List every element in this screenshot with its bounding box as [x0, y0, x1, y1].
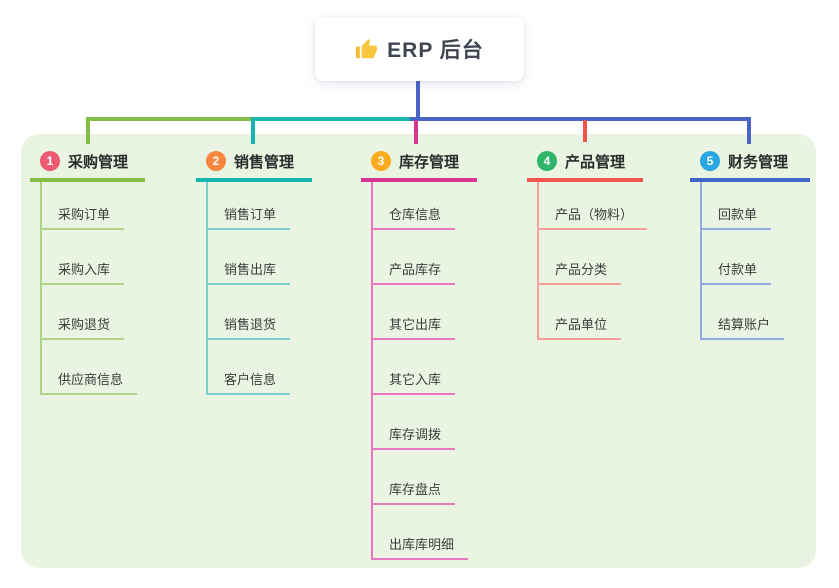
node-other-inbound[interactable]: 其它入库 — [373, 340, 456, 395]
connector-segment-right — [410, 117, 751, 121]
node-stock-detail[interactable]: 出库库明细 — [373, 505, 469, 560]
connector-segment-sales — [251, 117, 410, 121]
branch-inventory-title: 库存管理 — [399, 153, 460, 171]
node-purchase-order[interactable]: 采购订单 — [42, 182, 125, 230]
branch-sales-header[interactable]: 2 销售管理 — [196, 148, 312, 182]
branch-inventory: 3 库存管理 仓库信息 产品库存 其它出库 其它入库 库存调拨 库存盘点 出库库… — [361, 148, 477, 560]
node-receipt-bill[interactable]: 回款单 — [702, 182, 772, 230]
node-sales-order[interactable]: 销售订单 — [208, 182, 291, 230]
node-product-stock[interactable]: 产品库存 — [373, 230, 456, 285]
branch-purchase: 1 采购管理 采购订单 采购入库 采购退货 供应商信息 — [30, 148, 145, 395]
node-settlement-account[interactable]: 结算账户 — [702, 285, 785, 340]
badge-1: 1 — [40, 151, 60, 171]
branch-inventory-header[interactable]: 3 库存管理 — [361, 148, 477, 182]
thumbs-up-icon — [355, 38, 378, 61]
mindmap-panel — [21, 134, 816, 568]
badge-4: 4 — [537, 151, 557, 171]
branch-inventory-children: 仓库信息 产品库存 其它出库 其它入库 库存调拨 库存盘点 出库库明细 — [371, 182, 477, 560]
branch-product-children: 产品（物料） 产品分类 产品单位 — [537, 182, 648, 340]
root-node-label: ERP 后台 — [387, 39, 484, 62]
root-node-erp[interactable]: ERP 后台 — [315, 17, 524, 81]
badge-2: 2 — [206, 151, 226, 171]
node-other-outbound[interactable]: 其它出库 — [373, 285, 456, 340]
node-supplier-info[interactable]: 供应商信息 — [42, 340, 138, 395]
root-connector-line — [416, 81, 420, 119]
connector-segment-purchase — [86, 117, 251, 121]
connector-drop-sales — [251, 120, 255, 144]
connector-drop-finance — [747, 117, 751, 144]
node-product-category[interactable]: 产品分类 — [539, 230, 622, 285]
badge-5: 5 — [700, 151, 720, 171]
branch-product-title: 产品管理 — [565, 153, 626, 171]
node-warehouse-info[interactable]: 仓库信息 — [373, 182, 456, 230]
node-stock-transfer[interactable]: 库存调拨 — [373, 395, 456, 450]
connector-drop-purchase — [86, 117, 90, 144]
badge-3: 3 — [371, 151, 391, 171]
node-stock-check[interactable]: 库存盘点 — [373, 450, 456, 505]
node-product-material[interactable]: 产品（物料） — [539, 182, 648, 230]
branch-finance-header[interactable]: 5 财务管理 — [690, 148, 810, 182]
connector-drop-inventory — [414, 120, 418, 144]
node-sales-outbound[interactable]: 销售出库 — [208, 230, 291, 285]
branch-purchase-title: 采购管理 — [68, 153, 129, 171]
branch-sales-title: 销售管理 — [234, 153, 295, 171]
branch-finance-children: 回款单 付款单 结算账户 — [700, 182, 810, 340]
node-purchase-inbound[interactable]: 采购入库 — [42, 230, 125, 285]
node-sales-return[interactable]: 销售退货 — [208, 285, 291, 340]
node-customer-info[interactable]: 客户信息 — [208, 340, 291, 395]
node-payment-bill[interactable]: 付款单 — [702, 230, 772, 285]
node-purchase-return[interactable]: 采购退货 — [42, 285, 125, 340]
branch-product: 4 产品管理 产品（物料） 产品分类 产品单位 — [527, 148, 648, 340]
connector-drop-product — [583, 120, 587, 142]
branch-sales-children: 销售订单 销售出库 销售退货 客户信息 — [206, 182, 312, 395]
branch-purchase-children: 采购订单 采购入库 采购退货 供应商信息 — [40, 182, 145, 395]
node-product-unit[interactable]: 产品单位 — [539, 285, 622, 340]
branch-sales: 2 销售管理 销售订单 销售出库 销售退货 客户信息 — [196, 148, 312, 395]
branch-finance: 5 财务管理 回款单 付款单 结算账户 — [690, 148, 810, 340]
branch-finance-title: 财务管理 — [728, 153, 789, 171]
branch-product-header[interactable]: 4 产品管理 — [527, 148, 643, 182]
branch-purchase-header[interactable]: 1 采购管理 — [30, 148, 145, 182]
